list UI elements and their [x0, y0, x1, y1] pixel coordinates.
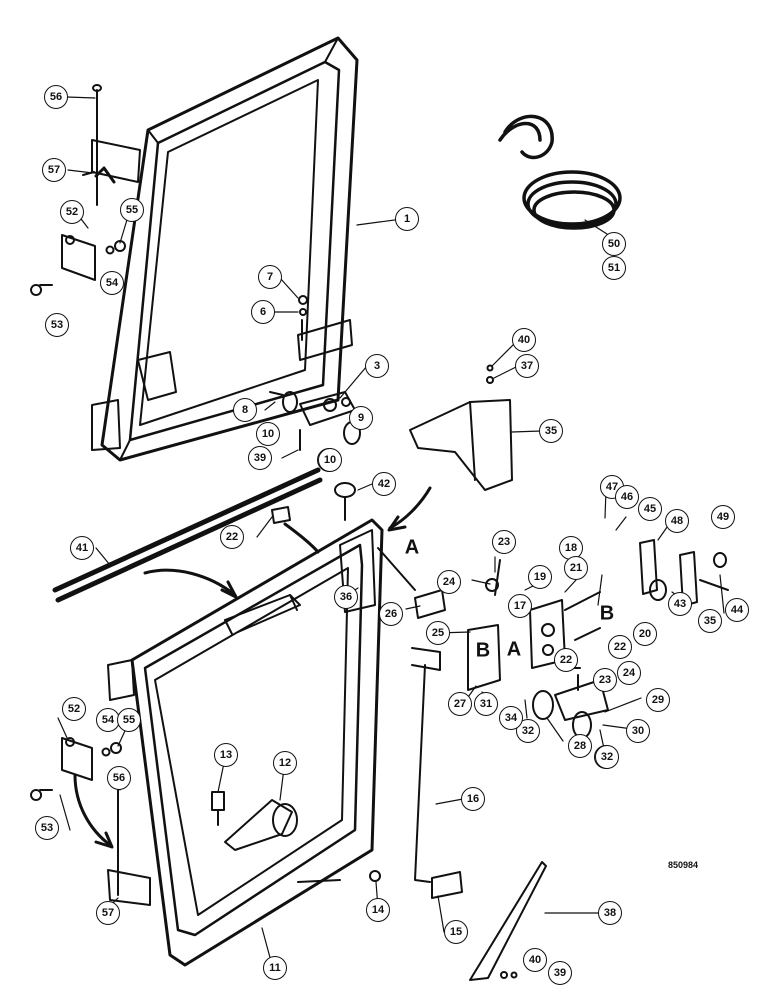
callout-37: 37	[515, 354, 539, 378]
callout-48: 48	[665, 509, 689, 533]
callout-30: 30	[626, 719, 650, 743]
callout-54: 54	[100, 271, 124, 295]
callout-1: 1	[395, 207, 419, 231]
callout-50: 50	[602, 232, 626, 256]
callout-24: 24	[617, 661, 641, 685]
callout-6: 6	[251, 300, 275, 324]
door-handle	[211, 791, 298, 851]
seal-strip	[52, 467, 323, 603]
callout-53: 53	[45, 313, 69, 337]
callout-24: 24	[437, 570, 461, 594]
upper-door-frame	[91, 36, 359, 462]
callout-51: 51	[602, 256, 626, 280]
callout-35: 35	[698, 609, 722, 633]
assembly-arrows	[73, 486, 432, 849]
seal-coil	[498, 114, 622, 230]
callout-28: 28	[568, 734, 592, 758]
callout-39: 39	[248, 446, 272, 470]
callout-46: 46	[615, 485, 639, 509]
callout-23: 23	[492, 530, 516, 554]
callout-45: 45	[638, 497, 662, 521]
mount-bracket	[409, 364, 513, 491]
drawing-number: 850984	[668, 860, 699, 870]
callout-57: 57	[42, 158, 66, 182]
callout-39: 39	[548, 961, 572, 985]
callout-35: 35	[539, 419, 563, 443]
callout-40: 40	[523, 948, 547, 972]
callout-34: 34	[499, 706, 523, 730]
callout-21: 21	[564, 556, 588, 580]
callout-54: 54	[96, 708, 120, 732]
callout-56: 56	[107, 766, 131, 790]
gusset-plate	[469, 861, 547, 981]
view-letter-a-1: A	[404, 536, 420, 559]
callout-42: 42	[372, 472, 396, 496]
callout-29: 29	[646, 688, 670, 712]
rear-bracket	[639, 539, 729, 607]
striker-parts	[271, 482, 446, 619]
latch-mechanism	[467, 559, 609, 739]
callout-38: 38	[598, 901, 622, 925]
callout-3: 3	[365, 354, 389, 378]
callout-19: 19	[528, 565, 552, 589]
callout-27: 27	[448, 692, 472, 716]
callout-13: 13	[214, 743, 238, 767]
callout-20: 20	[633, 622, 657, 646]
callout-53: 53	[35, 816, 59, 840]
callout-12: 12	[273, 751, 297, 775]
callout-22: 22	[220, 525, 244, 549]
latch-rod	[297, 647, 463, 899]
callout-14: 14	[366, 898, 390, 922]
callout-8: 8	[233, 398, 257, 422]
callout-36: 36	[334, 585, 358, 609]
callout-44: 44	[725, 598, 749, 622]
callout-26: 26	[379, 602, 403, 626]
callout-22: 22	[554, 648, 578, 672]
callout-52: 52	[60, 200, 84, 224]
callout-41: 41	[70, 536, 94, 560]
callout-40: 40	[512, 328, 536, 352]
callout-57: 57	[96, 901, 120, 925]
hinge-plate-lower	[30, 737, 122, 896]
callout-32: 32	[595, 745, 619, 769]
callout-7: 7	[258, 265, 282, 289]
callout-25: 25	[426, 621, 450, 645]
callout-9: 9	[349, 406, 373, 430]
callout-10: 10	[256, 422, 280, 446]
callout-11: 11	[263, 956, 287, 980]
callout-56: 56	[44, 85, 68, 109]
view-letter-a-2: A	[506, 638, 522, 661]
callout-31: 31	[474, 692, 498, 716]
view-letter-b-1: B	[475, 639, 491, 662]
callout-23: 23	[593, 668, 617, 692]
callout-52: 52	[62, 697, 86, 721]
callout-16: 16	[461, 787, 485, 811]
view-letter-b-2: B	[599, 602, 615, 625]
callout-49: 49	[711, 505, 735, 529]
callout-55: 55	[120, 198, 144, 222]
callout-43: 43	[668, 592, 692, 616]
callout-10: 10	[318, 448, 342, 472]
hinge-pin-top	[82, 84, 116, 206]
lower-door-frame	[107, 518, 384, 967]
callout-22: 22	[608, 635, 632, 659]
callout-55: 55	[117, 708, 141, 732]
latch-assembly-upper	[269, 295, 361, 451]
callout-15: 15	[444, 920, 468, 944]
callout-17: 17	[508, 594, 532, 618]
hinge-plate-top	[30, 234, 126, 296]
